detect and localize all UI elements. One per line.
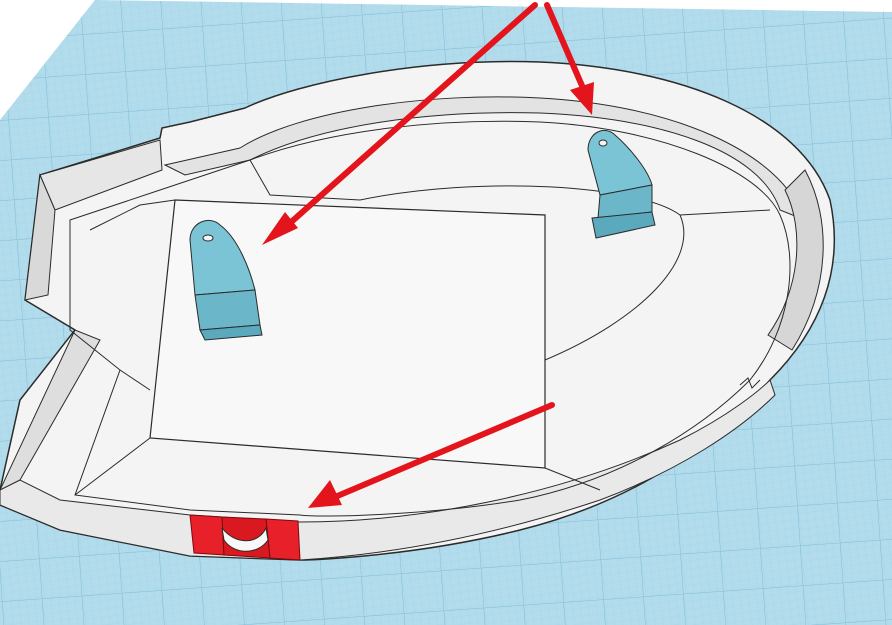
arrow-to-right-tab — [544, 2, 586, 91]
mount-tab-right[interactable] — [587, 130, 656, 239]
arrow-to-red-notch-head — [308, 480, 342, 508]
arrow-to-red-notch — [332, 402, 555, 500]
arrow-to-left-tab-head — [262, 212, 298, 245]
arrow-to-right-tab-head — [570, 82, 594, 115]
arrow-to-left-tab — [277, 2, 538, 235]
red-notch-block[interactable] — [189, 514, 301, 561]
mount-tab-left[interactable] — [189, 220, 263, 341]
annotations — [262, 2, 594, 508]
